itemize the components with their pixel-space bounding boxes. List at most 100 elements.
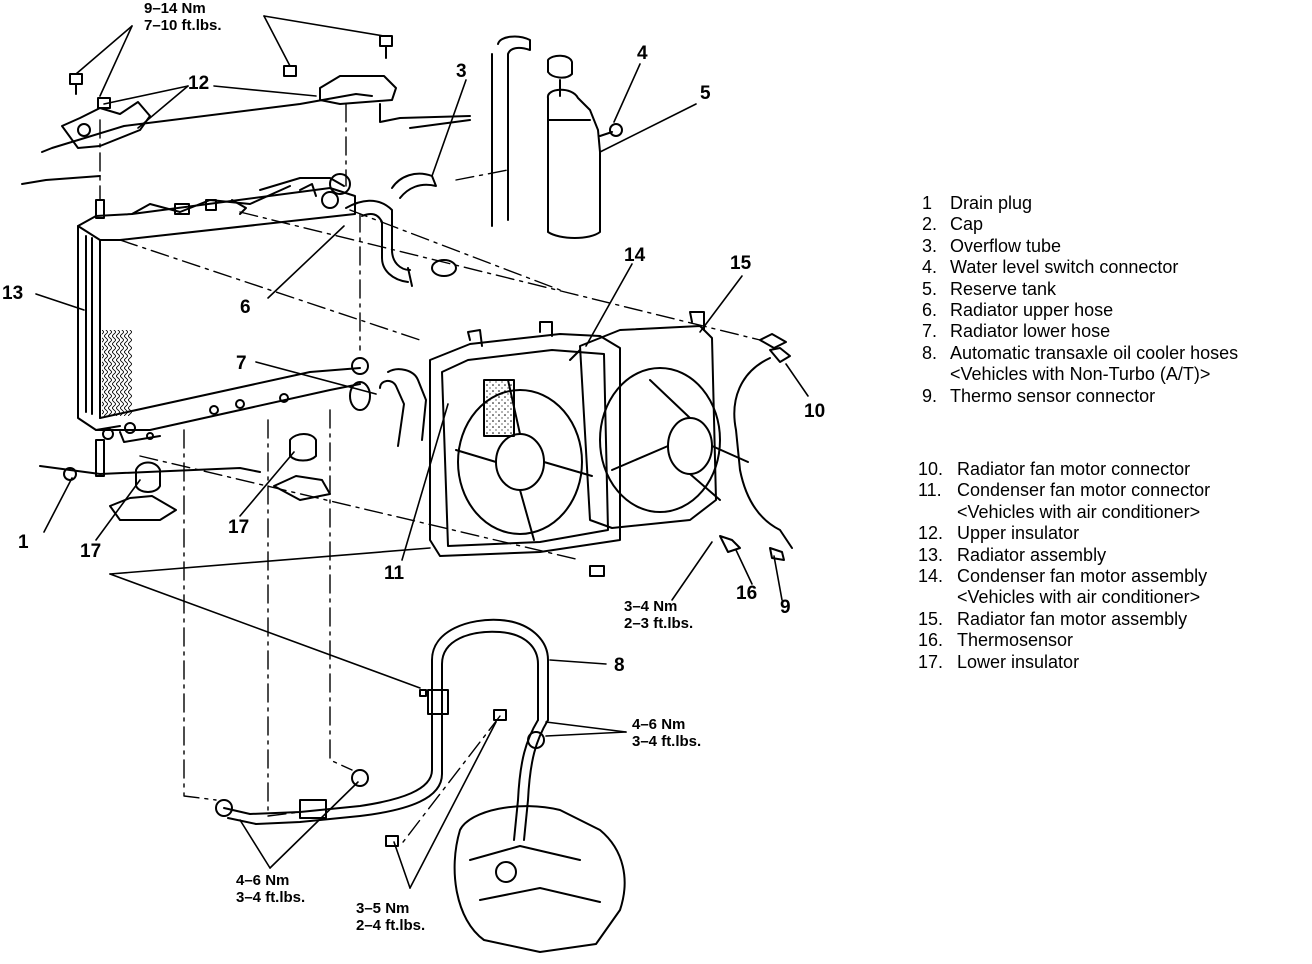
legend-label: Radiator fan motor assembly xyxy=(957,608,1188,629)
legend-item-note: <Vehicles with air conditioner> xyxy=(918,502,1210,523)
parts-legend-1: 1 Drain plug 2.Cap 3.Overflow tube 4. Wate… xyxy=(922,193,1238,407)
legend-label: Radiator assembly xyxy=(957,544,1107,565)
legend-item: 13. Radiator assembly xyxy=(918,545,1210,566)
callout-13: 13 xyxy=(2,283,24,304)
legend-num: 13. xyxy=(918,544,944,565)
callout-5: 5 xyxy=(700,83,711,104)
torque-ftlb: 7–10 ft.lbs. xyxy=(144,17,222,34)
callout-16: 16 xyxy=(736,583,758,604)
legend-num: 9. xyxy=(922,385,938,406)
legend-label: Water level switch connector xyxy=(950,257,1179,278)
torque-ftlb: 3–4 ft.lbs. xyxy=(632,733,702,750)
lower-insulator xyxy=(39,433,331,521)
legend-label: <Vehicles with air conditioner> xyxy=(957,501,1201,522)
torque-nm: 4–6 Nm xyxy=(632,716,686,733)
callout-10: 10 xyxy=(804,401,826,422)
legend-label: Reserve tank xyxy=(950,278,1057,299)
legend-label: Thermosensor xyxy=(957,630,1074,651)
callout-1: 1 xyxy=(18,532,29,553)
callout-9: 9 xyxy=(780,597,791,618)
legend-label: <Vehicles with Non-Turbo (A/T)> xyxy=(950,364,1211,385)
legend-num: 5. xyxy=(922,278,938,299)
fan-motor-connector xyxy=(719,333,793,561)
legend-num: 15. xyxy=(918,608,944,629)
callout-14: 14 xyxy=(624,245,646,266)
legend-item: 1 Drain plug xyxy=(922,193,1238,214)
legend-item: 15. Radiator fan motor assembly xyxy=(918,609,1210,630)
legend-item: 4. Water level switch connector xyxy=(922,257,1238,278)
torque-ftlb: 2–3 ft.lbs. xyxy=(624,615,694,632)
transaxle xyxy=(453,805,626,953)
torque-nm: 3–5 Nm xyxy=(356,900,410,917)
legend-num: 6. xyxy=(922,300,938,321)
torque-spec-hose-bottom: 3–5 Nm 2–4 ft.lbs. xyxy=(356,900,425,934)
torque-nm: 9–14 Nm xyxy=(144,0,206,17)
legend-item: 7. Radiator lower hose xyxy=(922,321,1238,342)
legend-item: 8. Automatic transaxle oil cooler hoses xyxy=(922,343,1238,364)
radiator-lower-hose xyxy=(349,357,427,447)
torque-spec-hose-lower: 4–6 Nm 3–4 ft.lbs. xyxy=(236,872,305,906)
legend-num: 3. xyxy=(922,235,938,256)
legend-label: Radiator lower hose xyxy=(950,321,1111,342)
legend-item: 2.Cap xyxy=(922,214,1238,235)
legend-label: Drain plug xyxy=(950,193,1033,213)
legend-item: 6. Radiator upper hose xyxy=(922,300,1238,321)
legend-num: 14. xyxy=(918,566,944,587)
legend-item: 17. Lower insulator xyxy=(918,652,1210,673)
legend-num: 4. xyxy=(922,257,938,278)
legend-label: <Vehicles with air conditioner> xyxy=(957,587,1201,608)
callout-6: 6 xyxy=(240,297,251,318)
legend-label: Thermo sensor connector xyxy=(950,385,1156,406)
torque-ftlb: 2–4 ft.lbs. xyxy=(356,917,426,934)
callout-15: 15 xyxy=(730,253,752,274)
legend-num: 7. xyxy=(922,321,938,342)
legend-item: 12. Upper insulator xyxy=(918,523,1210,544)
callout-11: 11 xyxy=(384,563,405,584)
callout-17-left: 17 xyxy=(80,541,102,562)
legend-num: 1 xyxy=(922,193,933,213)
torque-spec-hose-right: 4–6 Nm 3–4 ft.lbs. xyxy=(632,716,701,750)
torque-spec-fan-bolt: 3–4 Nm 2–3 ft.lbs. xyxy=(624,598,693,632)
legend-label: Condenser fan motor connector xyxy=(957,480,1211,501)
legend-item: 16. Thermosensor xyxy=(918,630,1210,651)
legend-num: 17. xyxy=(918,651,944,672)
legend-item: 11.Condenser fan motor connector xyxy=(918,480,1210,501)
legend-num xyxy=(922,364,950,385)
legend-label: Radiator upper hose xyxy=(950,300,1114,321)
leader-lines xyxy=(35,15,809,889)
legend-num: 8. xyxy=(922,342,938,363)
legend-item: 9. Thermo sensor connector xyxy=(922,386,1238,407)
legend-num: 12. xyxy=(918,523,944,544)
misc-bolts xyxy=(385,565,605,847)
legend-label: Automatic transaxle oil cooler hoses xyxy=(950,342,1239,363)
condenser-fan-motor-assembly xyxy=(429,321,621,557)
alignment-lines xyxy=(99,103,761,847)
legend-label: Condenser fan motor assembly xyxy=(957,566,1208,587)
radiator-assembly xyxy=(77,173,361,477)
legend-item: 14. Condenser fan motor assembly xyxy=(918,566,1210,587)
callout-3: 3 xyxy=(456,61,467,82)
torque-nm: 3–4 Nm xyxy=(624,598,678,615)
legend-label: Upper insulator xyxy=(957,523,1080,544)
radiator-upper-hose xyxy=(345,172,457,287)
legend-num xyxy=(918,587,957,608)
legend-item: 3.Overflow tube xyxy=(922,236,1238,257)
oil-cooler-hoses xyxy=(215,618,549,841)
torque-ftlb: 3–4 ft.lbs. xyxy=(236,889,306,906)
legend-label: Radiator fan motor connector xyxy=(957,459,1191,479)
torque-nm: 4–6 Nm xyxy=(236,872,290,889)
reserve-tank xyxy=(491,35,623,239)
legend-label: Lower insulator xyxy=(957,651,1080,672)
torque-spec-top: 9–14 Nm 7–10 ft.lbs. xyxy=(144,0,222,34)
callout-4: 4 xyxy=(637,43,648,64)
callout-8: 8 xyxy=(614,655,625,676)
callout-7: 7 xyxy=(236,353,247,374)
callout-12: 12 xyxy=(188,73,210,94)
legend-num xyxy=(918,502,957,523)
legend-num: 16. xyxy=(918,630,944,651)
legend-item: 10.Radiator fan motor connector xyxy=(918,459,1210,480)
legend-item-note: <Vehicles with Non-Turbo (A/T)> xyxy=(922,364,1238,385)
parts-legend-2: 10.Radiator fan motor connector 11.Conde… xyxy=(918,459,1210,673)
callout-17-center: 17 xyxy=(228,517,250,538)
